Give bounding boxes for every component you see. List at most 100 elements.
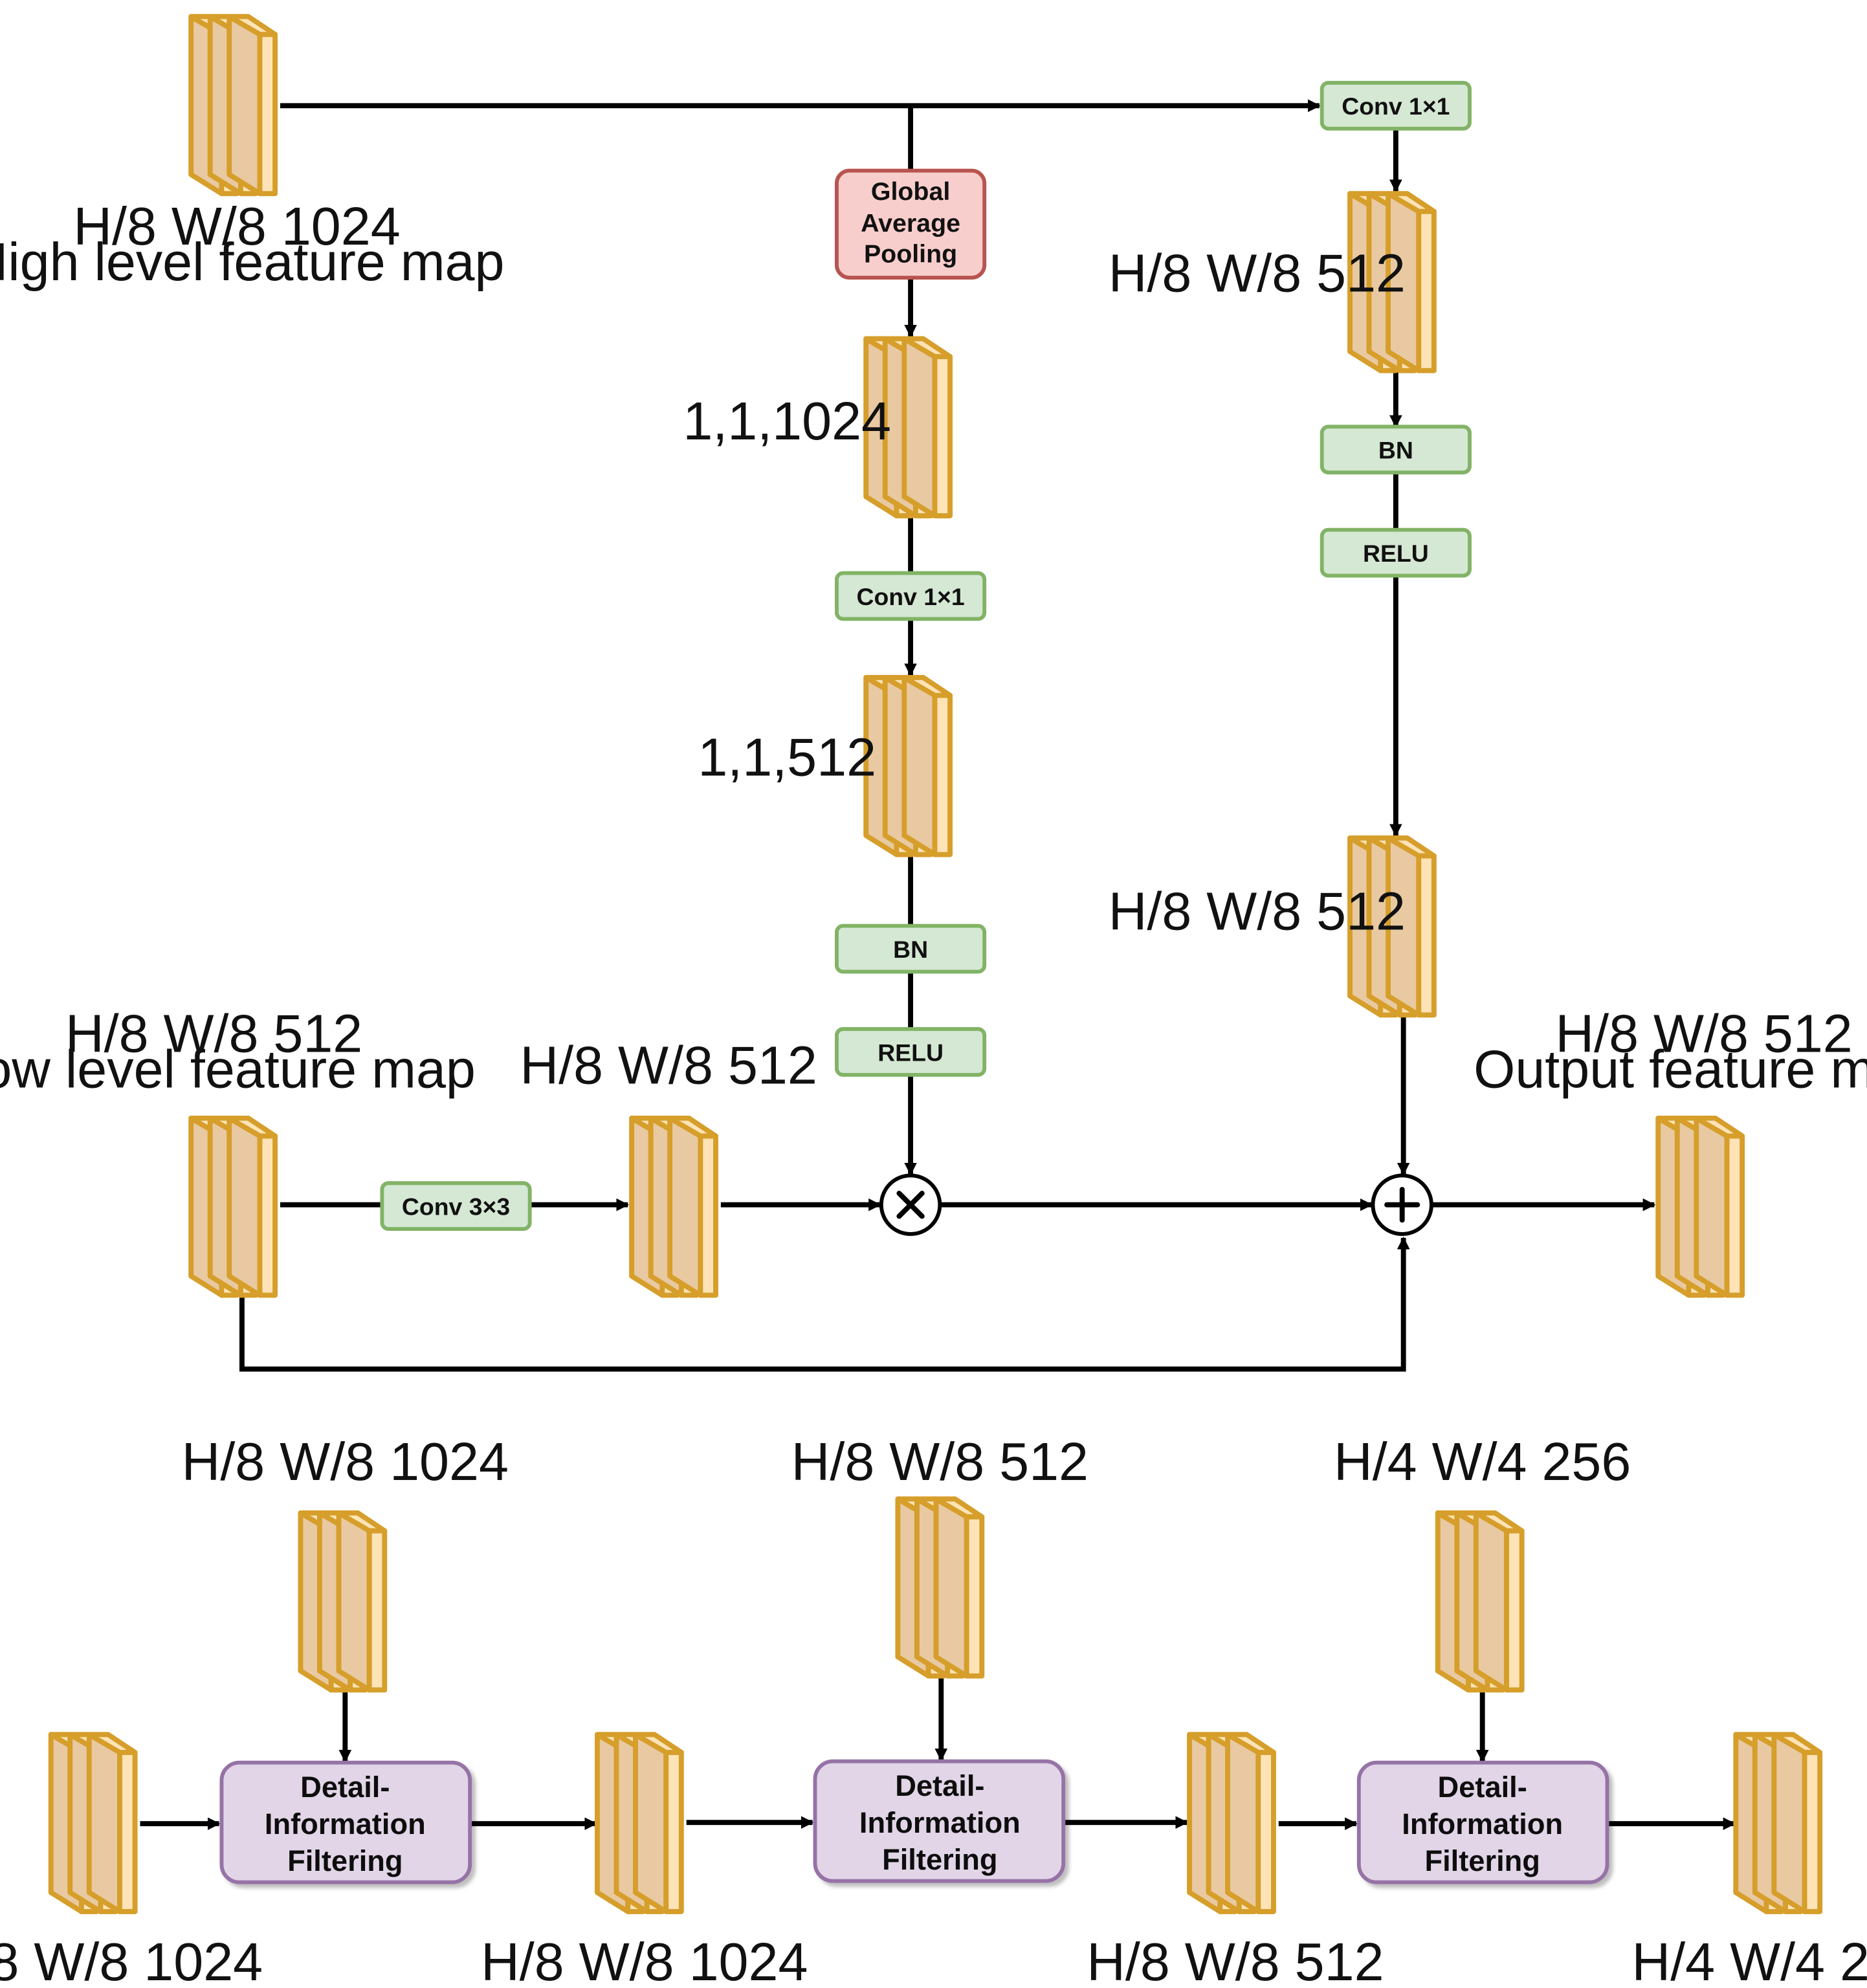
dif-box-2: Detail- Information Filtering bbox=[813, 1759, 1066, 1883]
feature-slab-side bbox=[1771, 1732, 1807, 1914]
feature-slab-top bbox=[901, 336, 953, 359]
dif-1-label-2: Information bbox=[265, 1807, 426, 1840]
feature-slab-front bbox=[1416, 208, 1437, 373]
feature-slab-side bbox=[901, 675, 938, 857]
feature-slab-side bbox=[901, 336, 938, 518]
feature-slab-front bbox=[663, 1749, 684, 1914]
feature-slab-front bbox=[1255, 1749, 1276, 1914]
bottom-chain-map-1 bbox=[48, 1732, 138, 1914]
conv1x1-mid-box: Conv 1×1 bbox=[834, 571, 987, 621]
pooled-dims-label: 1,1,1024 bbox=[683, 391, 891, 451]
bn-right-box: BN bbox=[1320, 425, 1472, 475]
bottom-chain-map-4 bbox=[1733, 1732, 1823, 1914]
feature-slab-top bbox=[1386, 835, 1437, 859]
gap-label-1: Global bbox=[871, 177, 950, 206]
global-average-pooling-box: Global Average Pooling bbox=[834, 168, 987, 280]
feature-slab-side bbox=[226, 14, 263, 197]
feature-slab-front bbox=[932, 354, 953, 518]
conv3x3-box: Conv 3×3 bbox=[380, 1181, 532, 1231]
bn-right-label: BN bbox=[1378, 436, 1413, 463]
low-level-feature-map bbox=[188, 1115, 278, 1298]
feature-slab-top bbox=[1386, 191, 1437, 214]
bottom-connector-lines bbox=[140, 1675, 1736, 1830]
dif-1-label-1: Detail- bbox=[300, 1771, 390, 1804]
dif-2-label-1: Detail- bbox=[895, 1769, 984, 1802]
bottom-input-3-label: H/4 W/4 256 bbox=[1334, 1431, 1631, 1492]
dif-3-label-2: Information bbox=[1402, 1807, 1563, 1840]
relu-right-box: RELU bbox=[1320, 527, 1472, 578]
bottom-input-map-2 bbox=[895, 1496, 985, 1679]
dif-box-1: Detail- Information Filtering bbox=[219, 1760, 472, 1884]
high-level-name-label: High level feature map bbox=[0, 232, 504, 292]
relu-mid-box: RELU bbox=[834, 1027, 987, 1077]
feature-slab-side bbox=[1225, 1732, 1261, 1914]
feature-slab-top bbox=[1473, 1510, 1525, 1534]
conv1x1-mid-label: Conv 1×1 bbox=[856, 583, 964, 610]
feature-slab-front bbox=[1504, 1528, 1525, 1693]
bottom-chain-2-label: H/8 W/8 1024 bbox=[481, 1932, 808, 1988]
feature-slab-front bbox=[1724, 1133, 1745, 1298]
low-level-dims-label: H/8 W/8 512 bbox=[65, 1004, 362, 1064]
relu-right-label: RELU bbox=[1363, 540, 1429, 567]
feature-slab-front bbox=[964, 1514, 985, 1679]
gap-label-3: Pooling bbox=[864, 239, 957, 268]
dif-1-label-3: Filtering bbox=[287, 1844, 403, 1877]
feature-slab-top bbox=[226, 1115, 278, 1139]
right-dims-a-label: H/8 W/8 512 bbox=[1109, 243, 1406, 304]
feature-slab-side bbox=[1473, 1510, 1510, 1693]
relu-mid-label: RELU bbox=[878, 1039, 944, 1066]
feature-slab-side bbox=[633, 1732, 669, 1914]
reduced-dims-label: 1,1,512 bbox=[698, 727, 876, 787]
conv3x3-out-dims-label: H/8 W/8 512 bbox=[520, 1035, 817, 1096]
dif-2-label-3: Filtering bbox=[882, 1843, 997, 1876]
feature-slab-top bbox=[1694, 1115, 1745, 1139]
feature-slab-top bbox=[1771, 1732, 1823, 1755]
multiply-icon bbox=[879, 1173, 942, 1236]
bn-mid-box: BN bbox=[834, 923, 987, 974]
feature-slab-top bbox=[336, 1510, 388, 1534]
bottom-input-map-1 bbox=[298, 1510, 388, 1693]
bottom-chain-3-label: H/8 W/8 512 bbox=[1087, 1932, 1384, 1988]
feature-slab-top bbox=[226, 14, 278, 38]
bottom-input-map-3 bbox=[1435, 1510, 1525, 1693]
bottom-input-2-label: H/8 W/8 512 bbox=[791, 1431, 1088, 1492]
feature-slab-top bbox=[86, 1732, 138, 1755]
reduced-feature-map bbox=[863, 675, 953, 857]
bottom-input-1-label: H/8 W/8 1024 bbox=[182, 1431, 509, 1492]
feature-slab-front bbox=[366, 1528, 388, 1693]
pooled-feature-map bbox=[863, 336, 953, 518]
right-feature-map-a bbox=[1347, 191, 1437, 373]
feature-slab-front bbox=[1802, 1749, 1823, 1914]
dif-box-3: Detail- Information Filtering bbox=[1356, 1760, 1609, 1884]
plus-icon bbox=[1371, 1173, 1433, 1236]
gap-label-2: Average bbox=[861, 209, 960, 237]
bottom-chain-1-label: H/8 W/8 1024 bbox=[0, 1932, 263, 1988]
dif-3-label-3: Filtering bbox=[1424, 1844, 1540, 1877]
high-level-feature-map bbox=[188, 14, 278, 197]
conv3x3-label: Conv 3×3 bbox=[402, 1193, 510, 1220]
right-dims-b-label: H/8 W/8 512 bbox=[1109, 881, 1406, 942]
feature-slab-front bbox=[1416, 853, 1437, 1018]
feature-slab-top bbox=[901, 675, 953, 698]
feature-slab-front bbox=[117, 1749, 138, 1914]
output-name-label: Output feature map bbox=[1474, 1039, 1867, 1099]
feature-slab-front bbox=[698, 1133, 718, 1298]
feature-slab-side bbox=[1694, 1115, 1730, 1298]
output-feature-map bbox=[1655, 1115, 1745, 1298]
feature-slab-side bbox=[667, 1115, 703, 1298]
feature-slab-side bbox=[86, 1732, 122, 1914]
bottom-chain-4-label: H/4 W/4 256 bbox=[1632, 1932, 1867, 1988]
feature-slab-side bbox=[336, 1510, 372, 1693]
feature-slab-front bbox=[932, 692, 953, 857]
feature-slab-top bbox=[633, 1732, 684, 1755]
feature-slab-top bbox=[667, 1115, 718, 1139]
conv1x1-right-box: Conv 1×1 bbox=[1320, 80, 1472, 131]
dif-2-label-2: Information bbox=[859, 1806, 1021, 1839]
dif-3-label-1: Detail- bbox=[1438, 1771, 1527, 1804]
feature-slab-top bbox=[1225, 1732, 1276, 1755]
right-feature-map-b bbox=[1347, 835, 1437, 1018]
feature-slab-front bbox=[257, 1133, 278, 1298]
bottom-chain-map-3 bbox=[1187, 1732, 1276, 1914]
bn-mid-label: BN bbox=[893, 936, 928, 963]
